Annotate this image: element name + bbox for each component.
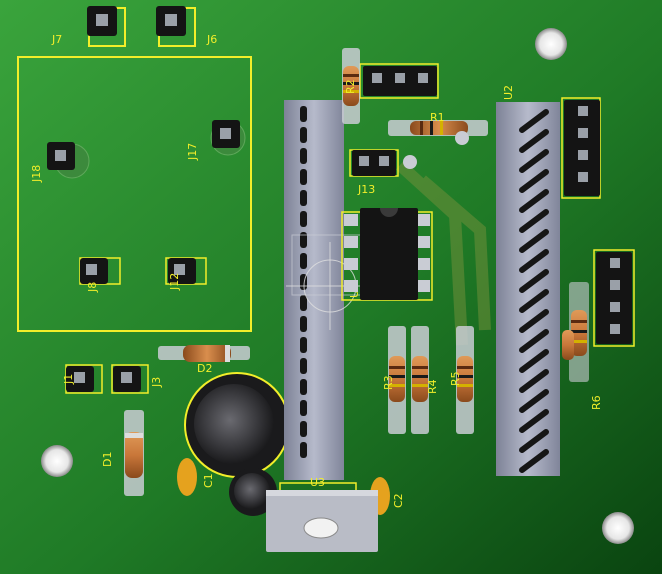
heatsink-fin-slot bbox=[300, 295, 307, 311]
heatsink-fin-slot bbox=[519, 369, 549, 393]
mounting-hole-bottom-right bbox=[602, 512, 634, 544]
heatsink-u2 bbox=[496, 102, 560, 476]
heatsink-fin-slot bbox=[300, 106, 307, 122]
label-r5: R5 bbox=[449, 371, 462, 386]
heatsink-fin-slot bbox=[519, 349, 549, 373]
label-r6: R6 bbox=[590, 395, 603, 410]
label-c1: C1 bbox=[202, 473, 215, 488]
heatsink-fin-slot bbox=[519, 129, 549, 153]
heatsink-fin-slot bbox=[300, 316, 307, 332]
heatsink-fin-slot bbox=[519, 149, 549, 173]
label-r1: R1 bbox=[430, 111, 445, 124]
connector-j18 bbox=[47, 142, 90, 179]
heatsink-fin-slot bbox=[519, 429, 549, 453]
header-4pin-lower bbox=[593, 249, 635, 347]
connector-j7 bbox=[87, 6, 126, 47]
heatsink-fin-slot bbox=[519, 329, 549, 353]
connector-j6 bbox=[156, 6, 196, 47]
heatsink-fin-slot bbox=[300, 232, 307, 248]
label-d2: D2 bbox=[197, 362, 212, 375]
heatsink-fin-slot bbox=[519, 229, 549, 253]
label-j13: J13 bbox=[357, 183, 375, 196]
copper-traces bbox=[395, 160, 491, 346]
regulator-u3 bbox=[266, 482, 378, 552]
electrolytic-capacitor-large bbox=[184, 372, 290, 478]
label-j7: J7 bbox=[51, 33, 62, 46]
heatsink-fin-slot bbox=[300, 442, 307, 458]
label-j6: J6 bbox=[206, 33, 217, 46]
connector-j3 bbox=[111, 364, 149, 394]
connector-j8 bbox=[79, 257, 121, 285]
label-d1: D1 bbox=[101, 452, 114, 467]
diode-d1 bbox=[124, 410, 144, 496]
label-j17: J17 bbox=[186, 143, 199, 161]
resistor-r5 bbox=[456, 326, 474, 434]
label-j8: J8 bbox=[86, 282, 99, 293]
heatsink-fin-slot bbox=[300, 148, 307, 164]
label-j3: J3 bbox=[150, 377, 163, 388]
heatsink-fin-slot bbox=[519, 269, 549, 293]
heatsink-fin-slot bbox=[300, 421, 307, 437]
connector-j17 bbox=[210, 120, 246, 156]
ic-dip8 bbox=[341, 208, 433, 301]
module-outline bbox=[17, 56, 252, 332]
heatsink-fin-slot bbox=[300, 379, 307, 395]
heatsink-fin-slot bbox=[519, 189, 549, 213]
label-j18: J18 bbox=[30, 165, 43, 183]
heatsink-fin-slot bbox=[519, 209, 549, 233]
diode-d2 bbox=[158, 345, 250, 362]
via-r1 bbox=[455, 131, 469, 145]
connector-j12 bbox=[165, 257, 207, 285]
header-3pin-top bbox=[359, 63, 439, 99]
header-4pin-upper bbox=[561, 97, 601, 199]
heatsink-fin-slot bbox=[519, 389, 549, 413]
connector-j1 bbox=[65, 364, 103, 394]
label-r2: R2 bbox=[344, 79, 357, 94]
heatsink-fin-slot bbox=[519, 249, 549, 273]
heatsink-fin-slot bbox=[300, 169, 307, 185]
label-u2: U2 bbox=[502, 85, 515, 100]
heatsink-fin-slot bbox=[300, 358, 307, 374]
heatsink-fin-slot bbox=[300, 337, 307, 353]
heatsink-fin-slot bbox=[519, 289, 549, 313]
resistor-r4 bbox=[411, 326, 429, 434]
heatsink-fin-slot bbox=[300, 400, 307, 416]
mounting-hole-left bbox=[41, 445, 73, 477]
mounting-hole-top-right bbox=[535, 28, 567, 60]
heatsink-fin-slot bbox=[300, 127, 307, 143]
heatsink-fin-slot bbox=[519, 409, 549, 433]
resistor-r6 bbox=[562, 282, 589, 382]
heatsink-fin-slot bbox=[519, 109, 549, 133]
resistor-r3 bbox=[388, 326, 406, 434]
capacitor-c1 bbox=[177, 458, 197, 496]
electrolytic-capacitor-small bbox=[229, 468, 277, 516]
label-j12: J12 bbox=[168, 273, 181, 291]
label-r4: R4 bbox=[426, 379, 439, 394]
via-j13 bbox=[403, 155, 417, 169]
heatsink-fin-slot bbox=[519, 309, 549, 333]
resistor-r2 bbox=[342, 48, 360, 124]
connector-j13 bbox=[349, 149, 399, 177]
label-j1: J1 bbox=[62, 374, 75, 385]
heatsink-fin-slot bbox=[300, 253, 307, 269]
heatsink-u1 bbox=[284, 100, 376, 480]
heatsink-fin-slot bbox=[519, 449, 549, 473]
label-u3: U3 bbox=[310, 476, 325, 489]
heatsink-fin-slot bbox=[300, 190, 307, 206]
heatsink-fin-slot bbox=[519, 169, 549, 193]
label-r3: R3 bbox=[382, 375, 395, 390]
label-c2: C2 bbox=[392, 493, 405, 508]
heatsink-fin-slot bbox=[300, 211, 307, 227]
